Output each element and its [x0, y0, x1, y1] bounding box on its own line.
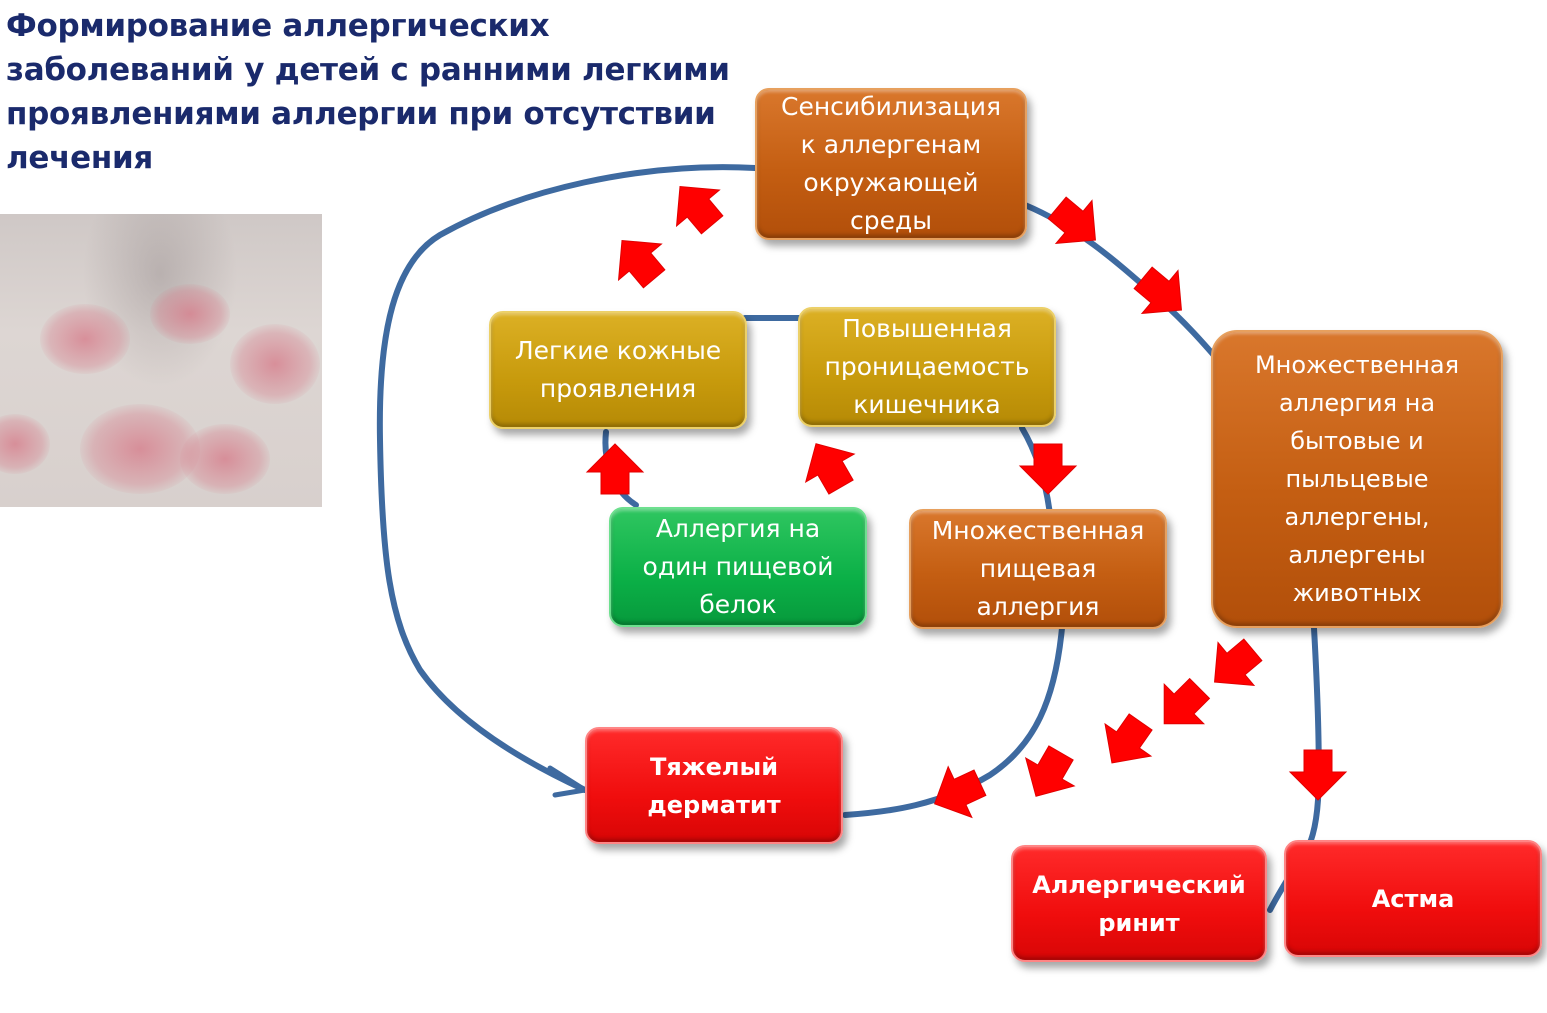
block-arrow-icon	[1133, 266, 1182, 315]
loop-connector	[376, 164, 758, 793]
block-arrow-icon	[585, 443, 645, 495]
block-arrow-icon	[933, 765, 987, 819]
skin-rash-photo	[0, 214, 322, 507]
block-arrow-icon	[617, 240, 666, 289]
box-one-food-protein: Аллергия на один пищевой белок	[609, 507, 867, 627]
box-allergic-rhinitis: Аллергический ринит	[1011, 845, 1267, 962]
block-arrow-icon	[1104, 713, 1153, 764]
box-mild-skin: Легкие кожные проявления	[489, 311, 747, 429]
block-arrow-icon	[1163, 677, 1211, 725]
block-arrow-icon	[804, 443, 856, 495]
block-arrow-icon	[1047, 196, 1096, 245]
household-to-asthma-connector	[1303, 625, 1322, 853]
block-arrow-icon	[675, 186, 724, 235]
box-permeability: Повышенная проницаемость кишечника	[798, 307, 1056, 427]
block-arrow-icon	[1288, 749, 1348, 801]
arrows	[585, 186, 1348, 819]
multifood-to-dermatitis-connector	[842, 625, 1065, 818]
box-multi-household: Множественная аллергия на бытовые и пыль…	[1211, 330, 1503, 628]
block-arrow-icon	[1214, 638, 1263, 687]
box-multi-food: Множественная пищевая аллергия	[909, 509, 1167, 629]
page-title: Формирование аллергических заболеваний у…	[6, 8, 730, 176]
box-severe-dermatitis: Тяжелый дерматит	[585, 727, 843, 844]
block-arrow-icon	[1024, 745, 1076, 797]
block-arrow-icon	[1018, 443, 1078, 495]
box-asthma: Астма	[1284, 840, 1542, 957]
box-sensitization: Сенсибилизация к аллергенам окружающей с…	[755, 88, 1027, 240]
